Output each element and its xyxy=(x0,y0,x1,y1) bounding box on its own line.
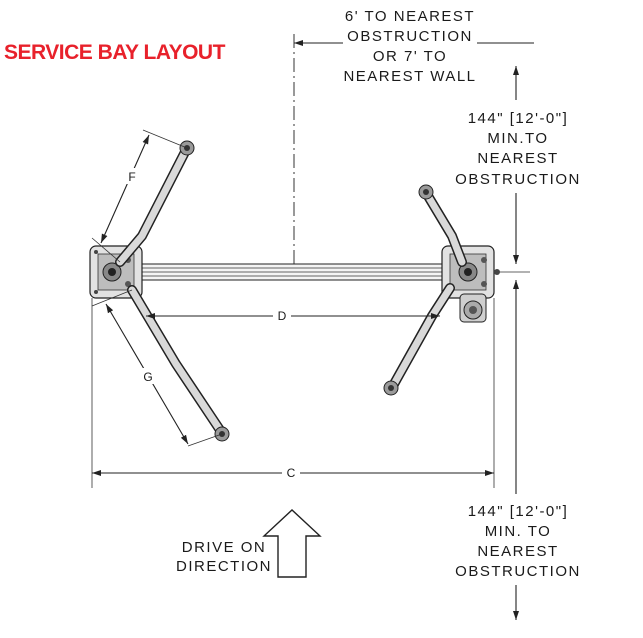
right-clearance-dimension: 144" [12'-0"] MIN.TO NEAREST OBSTRUCTION… xyxy=(455,66,581,620)
dimension-f: F xyxy=(91,129,188,263)
drive-on-direction: DRIVE ON DIRECTION xyxy=(176,509,322,578)
right-top-note-line-4: OBSTRUCTION xyxy=(455,171,581,188)
dimension-d-label: D xyxy=(278,309,287,323)
top-note-line-4: NEAREST WALL xyxy=(343,68,476,85)
dimension-g-label: G xyxy=(143,370,152,384)
top-note-line-3: OR 7' TO xyxy=(373,48,447,65)
dimension-c-label: C xyxy=(287,466,296,480)
right-bottom-note-line-2: MIN. TO xyxy=(485,523,552,540)
lower-left-arm xyxy=(127,285,230,442)
page-title: SERVICE BAY LAYOUT xyxy=(4,41,226,64)
right-top-note-line-2: MIN.TO xyxy=(487,130,548,147)
lift-crossbeam xyxy=(137,263,449,281)
top-clearance-note: 6' TO NEAREST OBSTRUCTION OR 7' TO NEARE… xyxy=(294,8,534,85)
dimension-d: D xyxy=(146,308,440,324)
right-bottom-note-line-4: OBSTRUCTION xyxy=(455,563,581,580)
right-lift-column xyxy=(441,245,500,299)
top-note-line-1: 6' TO NEAREST xyxy=(345,8,475,25)
drive-note-line-1: DRIVE ON xyxy=(182,539,267,556)
right-top-note-line-1: 144" [12'-0"] xyxy=(468,110,569,127)
right-bottom-note-line-3: NEAREST xyxy=(477,543,558,560)
upper-left-arm xyxy=(115,140,195,267)
right-top-note-line-3: NEAREST xyxy=(477,150,558,167)
drive-note-line-2: DIRECTION xyxy=(176,558,272,575)
top-note-line-2: OBSTRUCTION xyxy=(347,28,473,45)
right-bottom-note-line-1: 144" [12'-0"] xyxy=(468,503,569,520)
dimension-f-label: F xyxy=(128,170,135,184)
lower-right-arm xyxy=(383,283,455,396)
upper-right-arm xyxy=(418,184,467,267)
drive-direction-arrow-icon xyxy=(262,509,322,578)
lift-arms xyxy=(115,140,467,442)
dimension-c: C xyxy=(91,298,495,488)
dimension-g: G xyxy=(91,289,223,447)
power-unit-motor xyxy=(459,293,487,323)
